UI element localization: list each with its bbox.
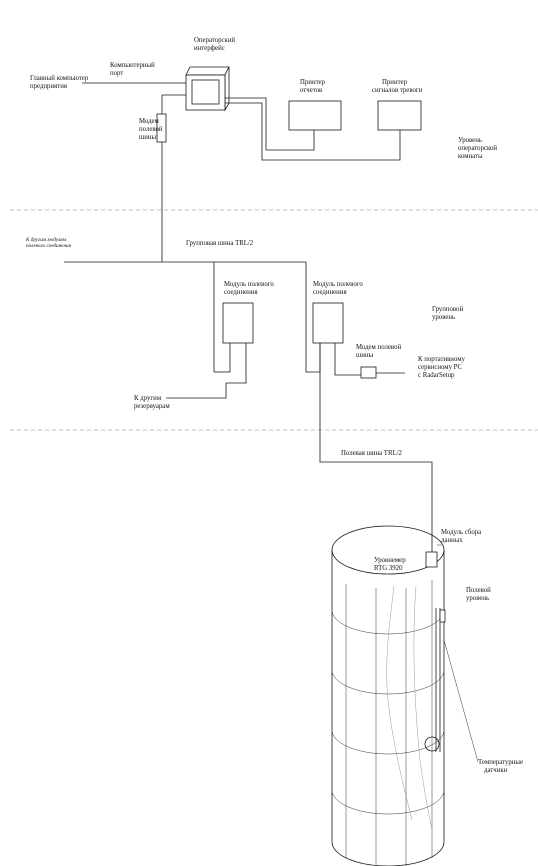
fieldbus-modem-mid-label: Модем полевой шины [356, 344, 403, 359]
operator-room-level-label: Уровень операторской комнаты [458, 137, 499, 160]
to-other-modules-label: К другим модулям полевого соединения [25, 236, 72, 249]
alarm-printer-link [225, 102, 401, 161]
temp-sensor-leader [443, 639, 479, 763]
group-bus-label: Групповая шина TRL/2 [186, 240, 254, 247]
field-module-1-box [222, 302, 254, 344]
storage-tank [331, 525, 446, 866]
field-level-label: Полевой уровень [466, 587, 493, 602]
fieldbus-modem-top-label: Модем полевой шины [139, 118, 164, 141]
report-printer-box [288, 100, 342, 131]
fieldbus-modem-mid-box [360, 366, 377, 379]
computer-port-label: Компьютерный порт [110, 62, 156, 77]
group-level-label: Групповой уровень [432, 306, 465, 321]
other-tanks-link [166, 343, 247, 399]
module2-modem-link [334, 343, 361, 376]
field-bus-label: Полевая шина TRL/2 [341, 450, 403, 457]
fieldbus-modem-top-box [156, 113, 167, 143]
operator-interface-computer [185, 66, 230, 112]
field-bus-line [319, 343, 433, 552]
alarm-printer-box [377, 100, 422, 131]
to-other-tanks-label: К другим резервуарам [134, 395, 170, 410]
report-printer-label: Принтер отчетов [300, 79, 327, 94]
data-module-label: Модуль сбора данных [441, 529, 483, 544]
level-gauge-label: Уровнемер RTG 3920 [374, 557, 407, 572]
field-module-2-box [312, 302, 344, 344]
field-module-2-label: Модуль полевого соединения [313, 281, 364, 296]
alarm-printer-label: Принтер сигналов тревоги [372, 79, 423, 94]
data-module-box [425, 551, 438, 568]
report-printer-link [225, 97, 315, 151]
field-module-1-label: Модуль полевого соединения [224, 281, 275, 296]
operator-interface-label: Операторский интерфейс [194, 37, 237, 52]
portable-pc-label: К портативному сервисному PC с RadarSetu… [418, 356, 467, 379]
temp-sensors-label: Температурные датчики [478, 759, 525, 774]
main-computer-label: Главный компьютер предприятия [30, 75, 90, 90]
